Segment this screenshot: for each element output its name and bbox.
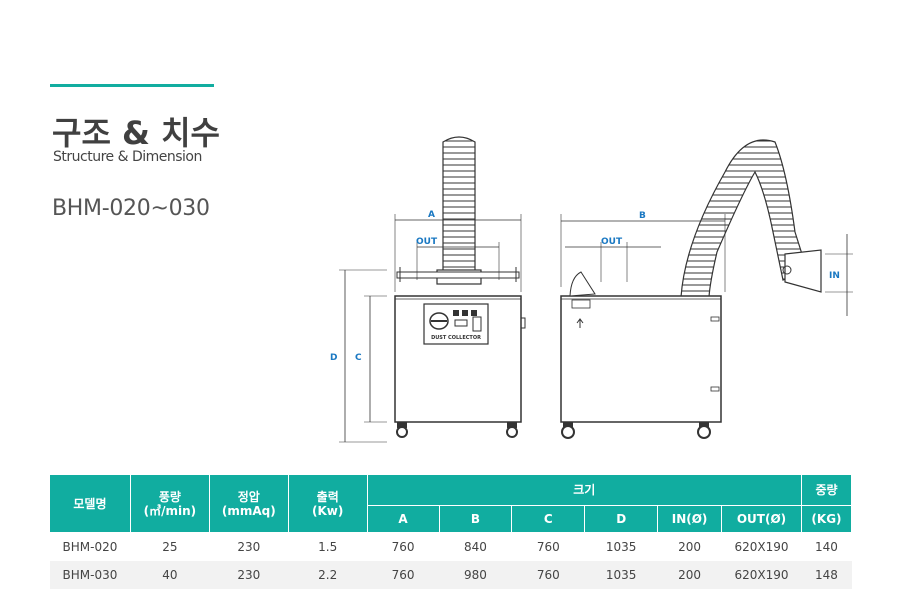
table-cell: 200 <box>678 539 702 554</box>
table-row: BHM-030 40 230 2.2 760 980 760 1035 200 … <box>49 560 852 589</box>
header-size-a: A <box>366 505 440 533</box>
table-cell: 760 <box>511 560 585 589</box>
table-cell: 25 <box>162 539 178 554</box>
title-accent-bar <box>50 84 214 87</box>
table-cell: BHM-020 <box>62 539 118 554</box>
table-cell: 760 <box>536 539 560 554</box>
header-pressure: 정압(mmAq) <box>208 474 289 533</box>
side-view: B OUT IN <box>560 139 853 439</box>
spec-table: 모델명 풍량(㎥/min) 정압(mmAq) 출력(Kw) 크기 중량 A B … <box>49 474 853 589</box>
table-cell: 1035 <box>584 560 658 589</box>
header-size-in: IN(Ø) <box>657 505 723 533</box>
header-model: 모델명 <box>49 474 131 533</box>
table-cell: 1.5 <box>318 539 338 554</box>
dim-label-d: D <box>330 353 337 363</box>
table-cell: 980 <box>439 560 512 589</box>
table-cell: 620X190 <box>734 539 789 554</box>
dim-label-a: A <box>428 210 435 220</box>
header-power: 출력(Kw) <box>287 474 368 533</box>
header-size-out: OUT(Ø) <box>721 505 802 533</box>
section-title: 구조 & 치수 <box>52 114 220 152</box>
section-subtitle: Structure & Dimension <box>53 149 202 165</box>
model-range: BHM-020~030 <box>52 196 210 221</box>
header-weight-unit: (KG) <box>800 505 853 533</box>
table-cell: 230 <box>237 539 261 554</box>
header-size-b: B <box>438 505 513 533</box>
header-size-d: D <box>584 505 659 533</box>
dim-label-b: B <box>639 211 646 221</box>
dim-label-c: C <box>355 353 362 363</box>
table-row: BHM-020 25 230 1.5 760 840 760 1035 200 … <box>50 533 852 561</box>
table-cell: 760 <box>367 560 440 589</box>
dim-label-out-front: OUT <box>416 237 438 247</box>
table-cell: 1035 <box>605 539 637 554</box>
table-cell: 140 <box>815 539 838 554</box>
dimension-drawing: DUST COLLECTOR A OUT D C <box>330 136 853 443</box>
table-cell: 148 <box>801 560 852 589</box>
dim-label-out-side: OUT <box>601 237 623 247</box>
table-cell: 40 <box>130 560 210 589</box>
front-view: DUST COLLECTOR A OUT D C <box>330 136 526 443</box>
table-cell: 620X190 <box>721 560 802 589</box>
panel-label: DUST COLLECTOR <box>431 335 481 341</box>
table-cell: 230 <box>209 560 289 589</box>
header-size-c: C <box>511 505 586 533</box>
header-flow: 풍량(㎥/min) <box>129 474 210 533</box>
header-size: 크기 <box>366 474 802 506</box>
table-cell: 840 <box>463 539 487 554</box>
header-weight: 중량 <box>800 474 853 506</box>
table-cell: 760 <box>391 539 415 554</box>
table-cell: 200 <box>657 560 722 589</box>
table-cell: 2.2 <box>288 560 368 589</box>
dim-label-in: IN <box>829 271 840 281</box>
table-cell: BHM-030 <box>49 560 131 589</box>
